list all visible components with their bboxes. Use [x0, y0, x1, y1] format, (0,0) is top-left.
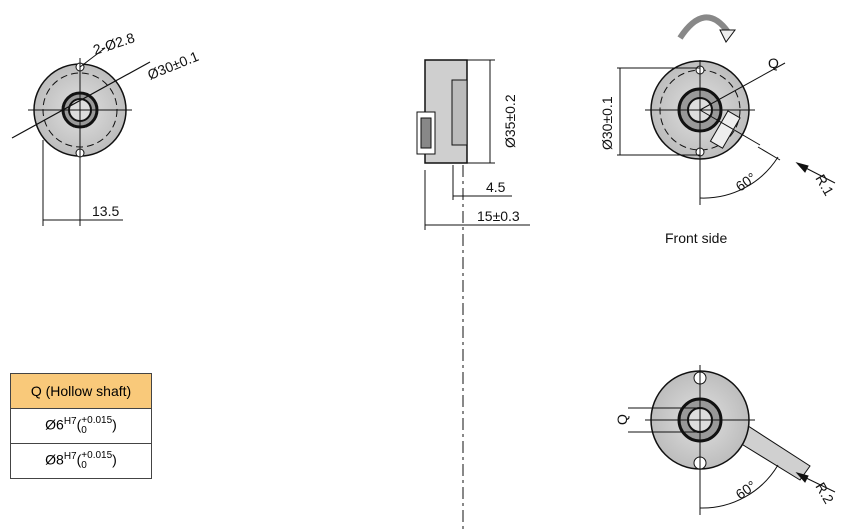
- tolerance-upper: +0.015: [81, 450, 113, 461]
- front-caption: Front side: [665, 230, 727, 246]
- front-diameter-label: Ø30±0.1: [599, 96, 615, 150]
- front-angle-label: 60°: [733, 169, 760, 194]
- tolerance-upper: +0.015: [81, 415, 113, 426]
- front-variant-label: R.1: [812, 172, 837, 199]
- hole-label: 2-Ø2.8: [91, 29, 137, 58]
- length-label: 15±0.3: [477, 208, 520, 224]
- front-view: Ø30±0.1 Q 60° R.1 Front side: [599, 14, 837, 246]
- tolerance-lower: 0: [81, 425, 87, 436]
- cable-view: Q 60° R.2: [614, 365, 837, 515]
- tolerance-lower: 0: [81, 460, 87, 471]
- shaft-base: Ø8: [45, 451, 64, 468]
- cable-angle-label: 60°: [733, 477, 760, 502]
- diameter-label: Ø30±0.1: [145, 48, 201, 83]
- side-view: Ø35±0.2 4.5 15±0.3: [416, 59, 530, 532]
- offset-label: 13.5: [92, 203, 119, 219]
- shaft-fit: H7: [63, 416, 77, 428]
- front-shaft-label: Q: [768, 55, 779, 71]
- depth-label: 4.5: [486, 179, 506, 195]
- side-diameter-label: Ø35±0.2: [502, 94, 518, 148]
- left-view: 2-Ø2.8 Ø30±0.1 13.5: [11, 29, 201, 226]
- shaft-table-header: Q (Hollow shaft): [10, 373, 152, 409]
- shaft-base: Ø6: [45, 416, 64, 433]
- cable-variant-label: R.2: [812, 480, 837, 507]
- cable-shaft-label: Q: [614, 414, 630, 425]
- shaft-fit: H7: [63, 451, 77, 463]
